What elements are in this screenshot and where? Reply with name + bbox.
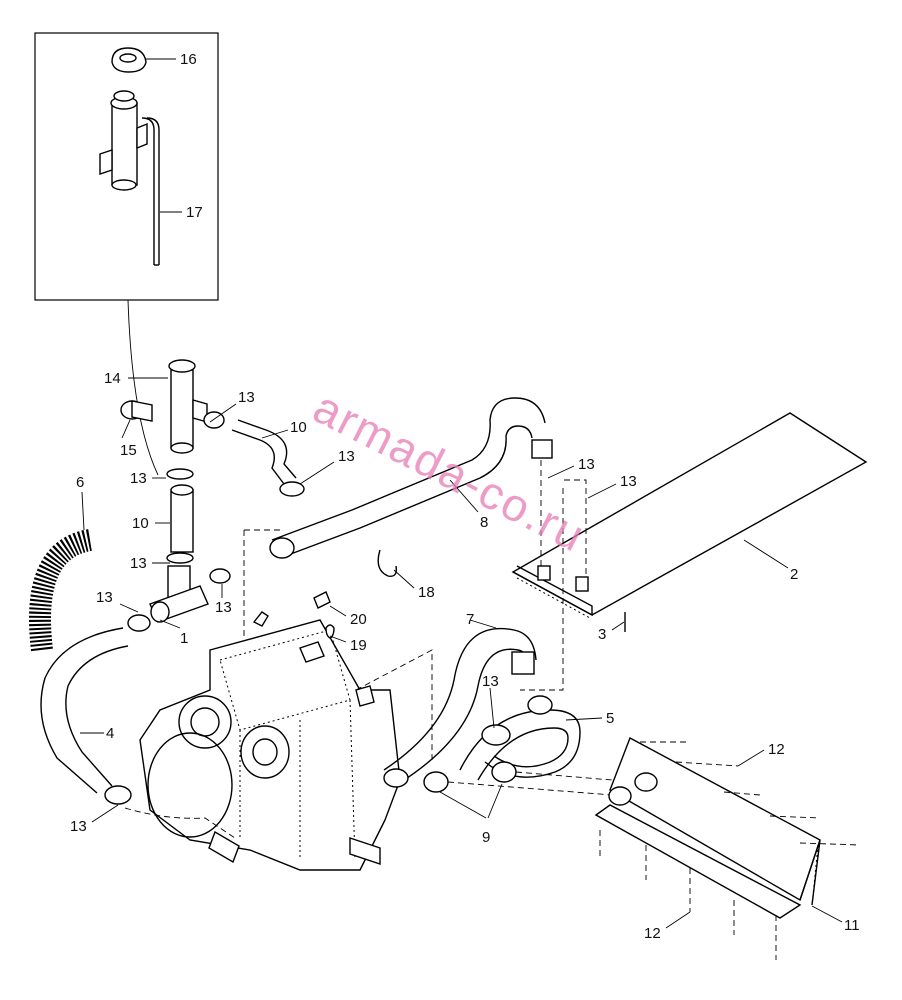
callout-13j: 13	[482, 673, 499, 690]
callout-6: 6	[76, 474, 84, 491]
washer-19	[325, 624, 335, 639]
callout-13i: 13	[620, 473, 637, 490]
watermark: armada-co.ru	[305, 381, 594, 562]
callout-12a: 12	[768, 741, 785, 758]
callout-10a: 10	[290, 419, 307, 436]
callout-13c: 13	[130, 470, 147, 487]
callout-3: 3	[598, 626, 606, 643]
leader-lines	[80, 58, 843, 929]
callout-labels: 16 17 14 15 13 10 13 13 10 13 13 13 1 6 …	[70, 51, 860, 942]
callout-15: 15	[120, 442, 137, 459]
hose-5	[459, 695, 581, 781]
callout-13e: 13	[215, 599, 232, 616]
coupler-9b	[491, 761, 517, 783]
callout-5: 5	[606, 710, 614, 727]
hose-8	[269, 397, 553, 559]
callout-18: 18	[418, 584, 435, 601]
callout-13h: 13	[578, 456, 595, 473]
callout-1: 1	[180, 630, 188, 647]
callout-13d: 13	[130, 555, 147, 572]
callout-7: 7	[466, 611, 474, 628]
callout-13a: 13	[238, 389, 255, 406]
hose-4	[40, 627, 132, 805]
callout-4: 4	[106, 725, 114, 742]
callout-10b: 10	[132, 515, 149, 532]
callout-13b: 13	[338, 448, 355, 465]
callout-8: 8	[480, 514, 488, 531]
callout-19: 19	[350, 637, 367, 654]
heat-exchanger-2	[511, 412, 868, 619]
callout-9: 9	[482, 829, 490, 846]
corrugated-hose-6	[29, 529, 93, 652]
tube-10-lower-and-tee-1	[127, 468, 231, 632]
hose-7	[383, 627, 537, 788]
coupler-9a	[423, 771, 449, 793]
callout-16: 16	[180, 51, 197, 68]
callout-2: 2	[790, 566, 798, 583]
engine-outline	[139, 611, 401, 871]
hose-10-upper	[231, 429, 285, 485]
callout-14: 14	[104, 370, 121, 387]
callout-11: 11	[844, 917, 860, 934]
detail-inset	[34, 32, 219, 301]
heat-exchanger-11	[594, 737, 821, 919]
callout-13g: 13	[70, 818, 87, 835]
callout-13f: 13	[96, 589, 113, 606]
clamp-18	[377, 549, 398, 577]
callout-12b: 12	[644, 925, 661, 942]
callout-17: 17	[186, 204, 203, 221]
callout-20: 20	[350, 611, 367, 628]
sensor-20	[313, 591, 331, 609]
filler-neck-assembly	[120, 359, 225, 454]
